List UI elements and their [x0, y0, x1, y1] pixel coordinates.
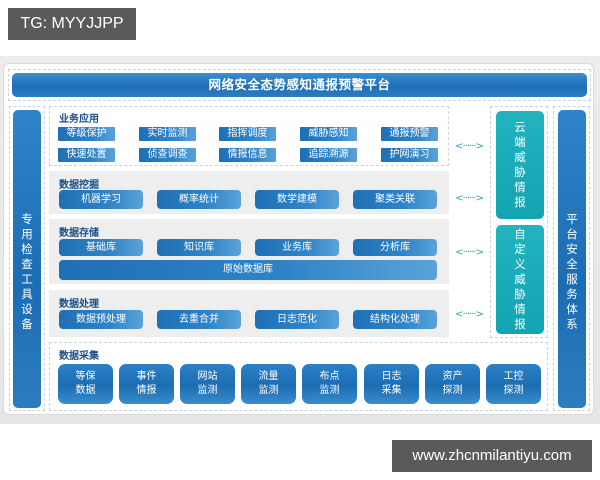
- collection-chip: 资产 探测: [425, 364, 480, 404]
- mining-chip: 聚类关联: [353, 190, 437, 209]
- chip-line: 探测: [442, 385, 463, 396]
- panel-char: 定: [514, 242, 526, 256]
- pillar-char: 设: [21, 302, 33, 316]
- panel-char: 报: [514, 195, 526, 209]
- pillar-char: 系: [566, 317, 578, 331]
- pillar-char: 具: [21, 287, 33, 301]
- pillar-char: 体: [566, 302, 578, 316]
- collection-chip: 流量 监测: [241, 364, 296, 404]
- business-apps-section: [49, 106, 449, 166]
- processing-chip: 数据预处理: [59, 310, 143, 329]
- chip-line: 流量: [258, 371, 279, 382]
- right-pillar-frame: [553, 106, 590, 411]
- processing-chip: 结构化处理: [353, 310, 437, 329]
- pillar-char: 服: [566, 272, 578, 286]
- app-chip: 实时监测: [139, 127, 196, 141]
- chip-line: 等保: [75, 371, 96, 382]
- pillar-char: 用: [21, 227, 33, 241]
- collection-chip: 日志 采集: [364, 364, 419, 404]
- mining-chip: 数学建模: [255, 190, 339, 209]
- watermark-bottom: www.zhcnmilantiyu.com: [392, 440, 592, 472]
- app-chip: 快速处置: [58, 148, 115, 162]
- app-chip: 追踪溯源: [300, 148, 357, 162]
- chip-line: 资产: [442, 371, 463, 382]
- pillar-char: 平: [566, 212, 578, 226]
- collection-chip: 工控 探测: [486, 364, 541, 404]
- panel-char: 情: [514, 302, 526, 316]
- bidirectional-arrow-icon: <······>: [455, 141, 484, 152]
- app-chip: 等级保护: [58, 127, 115, 141]
- bidirectional-arrow-icon: <······>: [455, 193, 484, 204]
- pillar-char: 专: [21, 212, 33, 226]
- raw-database-chip: 原始数据库: [59, 260, 437, 280]
- data-collection-section: [49, 342, 548, 411]
- bidirectional-arrow-icon: <······>: [455, 309, 484, 320]
- app-chip: 侦查调查: [139, 148, 196, 162]
- chip-line: 布点: [319, 371, 340, 382]
- data-mining-title: 数据挖掘: [59, 180, 99, 191]
- chip-line: 监测: [197, 385, 218, 396]
- app-chip: 指挥调度: [219, 127, 276, 141]
- panel-char: 端: [514, 135, 526, 149]
- threat-intel-frame: [490, 106, 548, 338]
- chip-line: 数据: [75, 385, 96, 396]
- chip-line: 事件: [136, 371, 157, 382]
- panel-char: 义: [514, 257, 526, 271]
- panel-char: 自: [514, 227, 526, 241]
- chip-line: 监测: [258, 385, 279, 396]
- app-chip: 威胁感知: [300, 127, 357, 141]
- chip-line: 网站: [197, 371, 218, 382]
- pillar-char: 全: [566, 257, 578, 271]
- chip-line: 情报: [136, 385, 157, 396]
- right-pillar-platform-security-service: 平 台 安 全 服 务 体 系: [558, 110, 586, 408]
- collection-chip: 事件 情报: [119, 364, 174, 404]
- chip-line: 探测: [503, 385, 524, 396]
- panel-char: 情: [514, 180, 526, 194]
- collection-chip: 布点 监测: [302, 364, 357, 404]
- chip-line: 采集: [381, 385, 402, 396]
- data-processing-title: 数据处理: [59, 299, 99, 310]
- app-chip: 情报信息: [219, 148, 276, 162]
- processing-chip: 去重合并: [157, 310, 241, 329]
- storage-chip: 业务库: [255, 239, 339, 256]
- data-storage-title: 数据存储: [59, 228, 99, 239]
- pillar-char: 工: [21, 272, 33, 286]
- pillar-char: 台: [566, 227, 578, 241]
- pillar-char: 查: [21, 257, 33, 271]
- chip-line: 工控: [503, 371, 524, 382]
- storage-chip: 知识库: [157, 239, 241, 256]
- storage-chip: 基础库: [59, 239, 143, 256]
- diagram-title: 网络安全态势感知通报预警平台: [12, 73, 587, 97]
- business-apps-title: 业务应用: [59, 114, 99, 125]
- left-pillar-frame: [9, 106, 45, 411]
- panel-char: 云: [514, 120, 526, 134]
- app-chip: 通报预警: [381, 127, 438, 141]
- left-pillar-special-inspection-tools: 专 用 检 查 工 具 设 备: [13, 110, 41, 408]
- processing-chip: 日志范化: [255, 310, 339, 329]
- panel-char: 胁: [514, 165, 526, 179]
- storage-chip: 分析库: [353, 239, 437, 256]
- panel-char: 威: [514, 272, 526, 286]
- mining-chip: 机器学习: [59, 190, 143, 209]
- data-collection-title: 数据采集: [59, 351, 99, 362]
- panel-char: 威: [514, 150, 526, 164]
- mining-chip: 概率统计: [157, 190, 241, 209]
- bidirectional-arrow-icon: <······>: [455, 247, 484, 258]
- chip-line: 日志: [381, 371, 402, 382]
- pillar-char: 备: [21, 317, 33, 331]
- pillar-char: 检: [21, 242, 33, 256]
- pillar-char: 安: [566, 242, 578, 256]
- collection-chip: 等保 数据: [58, 364, 113, 404]
- pillar-char: 务: [566, 287, 578, 301]
- panel-custom-threat-intel: 自 定 义 威 胁 情 报: [496, 225, 544, 334]
- app-chip: 护网演习: [381, 148, 438, 162]
- panel-char: 胁: [514, 287, 526, 301]
- collection-chip: 网站 监测: [180, 364, 235, 404]
- title-frame: [8, 69, 591, 101]
- panel-cloud-threat-intel: 云 端 威 胁 情 报: [496, 111, 544, 219]
- watermark-top: TG: MYYJJPP: [8, 8, 136, 40]
- chip-line: 监测: [319, 385, 340, 396]
- panel-char: 报: [514, 317, 526, 331]
